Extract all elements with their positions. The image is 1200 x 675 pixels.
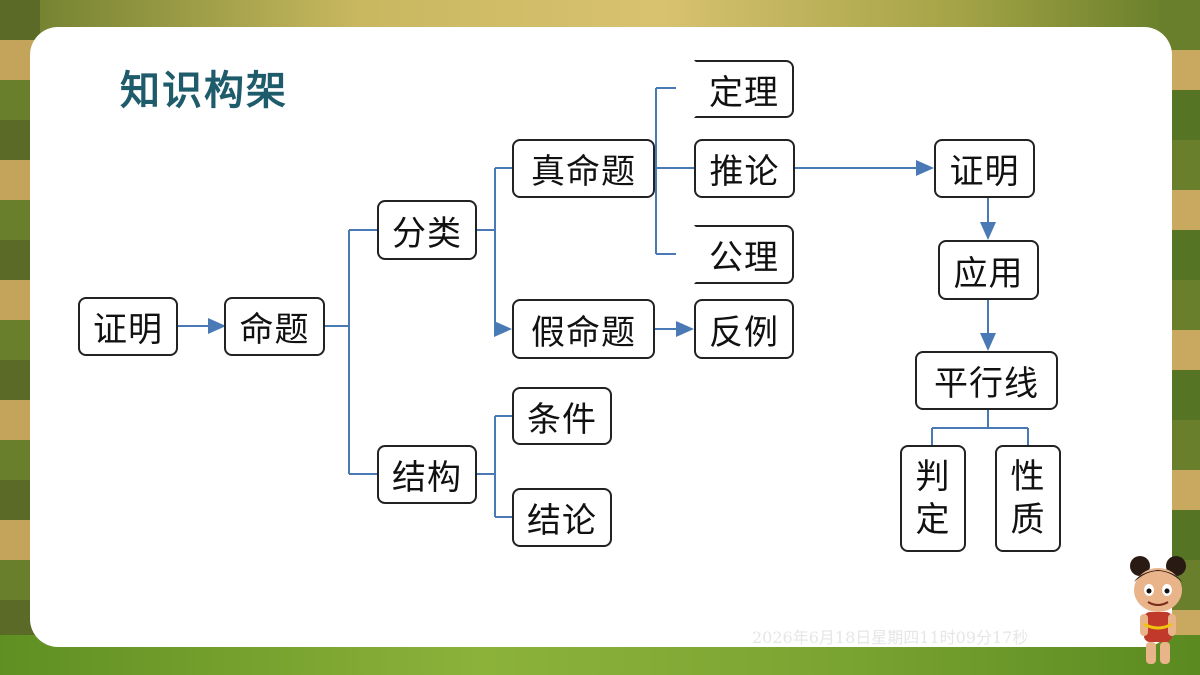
- timestamp: 2026年6月18日星期四11时09分17秒: [752, 628, 1029, 647]
- node-jiegou: 结构: [377, 445, 477, 504]
- node-jiamingti: 假命题: [512, 299, 655, 359]
- node-xingzhi-char-1: 性: [1010, 457, 1046, 497]
- node-dingli: 定理: [694, 60, 794, 118]
- node-yingyong: 应用: [938, 240, 1039, 300]
- node-panding-char-1: 判: [915, 457, 951, 497]
- node-zhengming-right: 证明: [934, 139, 1035, 198]
- node-tiaojian: 条件: [512, 387, 612, 445]
- node-fanli: 反例: [694, 299, 794, 359]
- node-zhengming-left: 证明: [78, 297, 178, 356]
- node-fenlei: 分类: [377, 200, 477, 260]
- page-title: 知识构架: [120, 68, 288, 114]
- node-pingxingxian: 平行线: [915, 351, 1058, 410]
- node-jielun: 结论: [512, 488, 612, 547]
- cartoon-character-icon: [1130, 556, 1186, 664]
- node-xingzhi-char-2: 质: [1010, 499, 1046, 540]
- node-mingti: 命题: [224, 297, 325, 356]
- node-panding: 判 定: [900, 445, 966, 552]
- node-tuilun: 推论: [694, 139, 795, 198]
- node-zhenmingti: 真命题: [512, 139, 655, 198]
- node-xingzhi: 性 质: [995, 445, 1061, 552]
- node-gongli: 公理: [694, 225, 794, 284]
- node-panding-char-2: 定: [915, 499, 951, 540]
